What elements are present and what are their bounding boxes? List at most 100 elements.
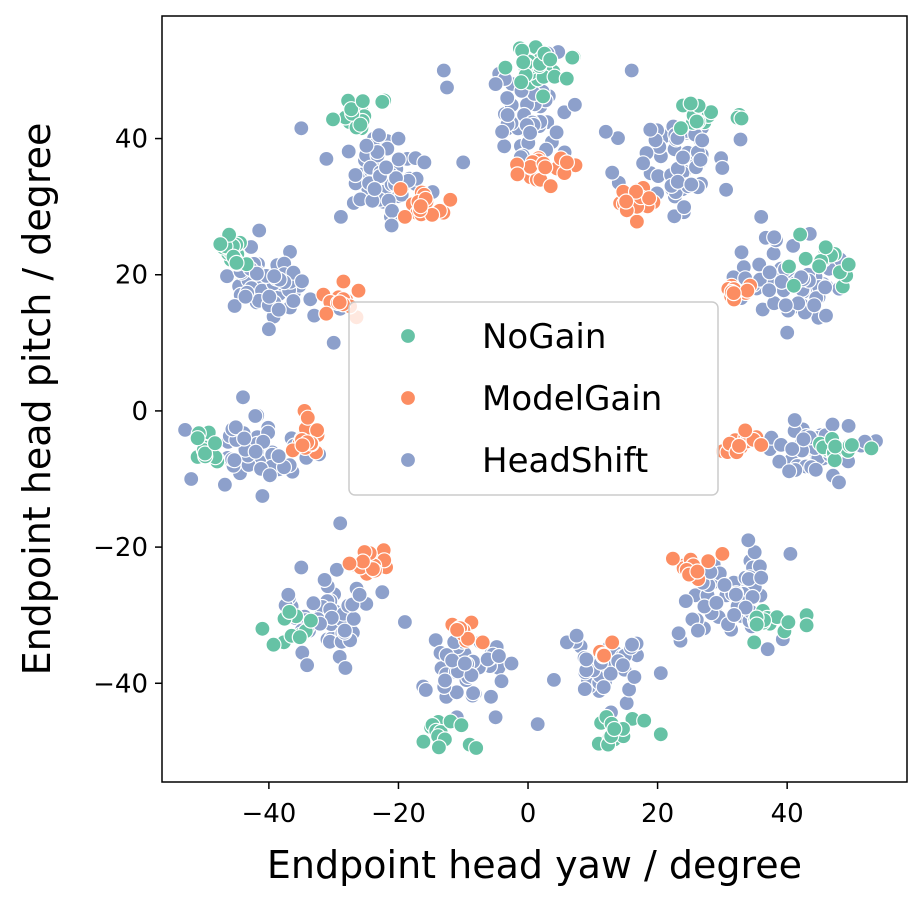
point-nogain [797,250,814,267]
point-modelgain [392,180,409,198]
point-modelgain [739,282,756,299]
plot-frame [161,15,908,783]
x-tick-label: −40 [241,799,296,829]
point-headshift [487,75,504,93]
point-modelgain [558,154,576,171]
point-modelgain [617,193,635,210]
point-headshift [436,672,454,689]
point-modelgain [509,166,526,183]
point-modelgain [442,191,459,208]
scatter-points [177,38,885,757]
point-headshift [261,288,278,305]
point-modelgain [309,422,326,439]
point-headshift [634,155,652,172]
point-modelgain [294,437,311,454]
point-headshift [340,143,357,160]
point-nogain [826,452,843,469]
point-modelgain [689,563,706,580]
point-modelgain [737,422,754,439]
point-headshift [683,176,700,193]
point-headshift [183,470,200,488]
point-headshift [248,265,265,282]
point-nogain [374,93,391,111]
point-headshift [566,96,584,113]
point-nogain [785,277,802,294]
point-headshift [293,120,310,137]
point-headshift [529,715,546,733]
point-nogain [558,70,575,87]
point-nogain [780,614,797,631]
point-modelgain [299,409,316,426]
point-modelgain [753,436,770,454]
point-nogain [780,258,798,275]
point-headshift [576,680,593,698]
point-headshift [545,671,563,689]
point-modelgain [474,634,491,651]
point-nogain [415,733,432,750]
point-nogain [352,116,369,133]
point-headshift [237,288,254,305]
point-headshift [840,417,857,434]
x-axis-label: Endpoint head yaw / degree [267,843,802,887]
point-headshift [226,297,243,315]
point-modelgain [700,552,717,570]
point-headshift [325,334,342,351]
point-headshift [666,208,683,225]
point-headshift [786,411,803,429]
point-headshift [216,476,233,493]
point-headshift [318,150,335,167]
point-nogain [343,101,360,118]
y-tick-label: −20 [93,533,148,563]
point-modelgain [730,437,748,454]
point-headshift [777,297,794,314]
point-headshift [378,159,395,176]
legend-label-nogain: NoGain [482,317,606,357]
point-headshift [708,594,725,612]
point-nogain [810,258,828,275]
point-modelgain [537,159,554,176]
point-nogain [746,634,763,651]
legend-marker-modelgain [399,389,417,407]
point-headshift [771,453,788,470]
point-headshift [626,668,643,686]
point-headshift [568,627,585,644]
point-headshift [670,625,687,642]
point-headshift [280,586,297,603]
point-headshift [293,559,310,576]
point-headshift [779,324,796,341]
point-headshift [328,561,345,578]
point-headshift [714,159,731,177]
point-headshift [614,657,632,674]
point-headshift [383,217,400,234]
point-nogain [468,739,485,757]
point-headshift [490,647,507,665]
point-headshift [830,474,848,491]
point-headshift [597,123,614,140]
point-headshift [347,166,364,184]
point-nogain [817,239,834,256]
point-nogain [515,54,532,71]
point-nogain [281,603,298,621]
point-modelgain [627,183,645,200]
point-nogain [672,120,690,137]
point-headshift [465,684,482,702]
point-headshift [499,89,516,107]
point-nogain [542,51,559,68]
point-modelgain [449,621,466,639]
point-modelgain [350,282,367,299]
point-headshift [366,180,383,198]
point-headshift [795,431,812,448]
y-tick-label: 40 [115,125,148,155]
point-nogain [827,438,844,455]
point-headshift [247,443,264,460]
point-headshift [316,571,333,589]
point-nogain [212,236,229,253]
point-nogain [228,254,245,271]
point-nogain [254,620,271,637]
point-modelgain [354,553,371,570]
point-headshift [521,124,539,141]
point-headshift [236,430,253,447]
point-headshift [226,452,243,469]
